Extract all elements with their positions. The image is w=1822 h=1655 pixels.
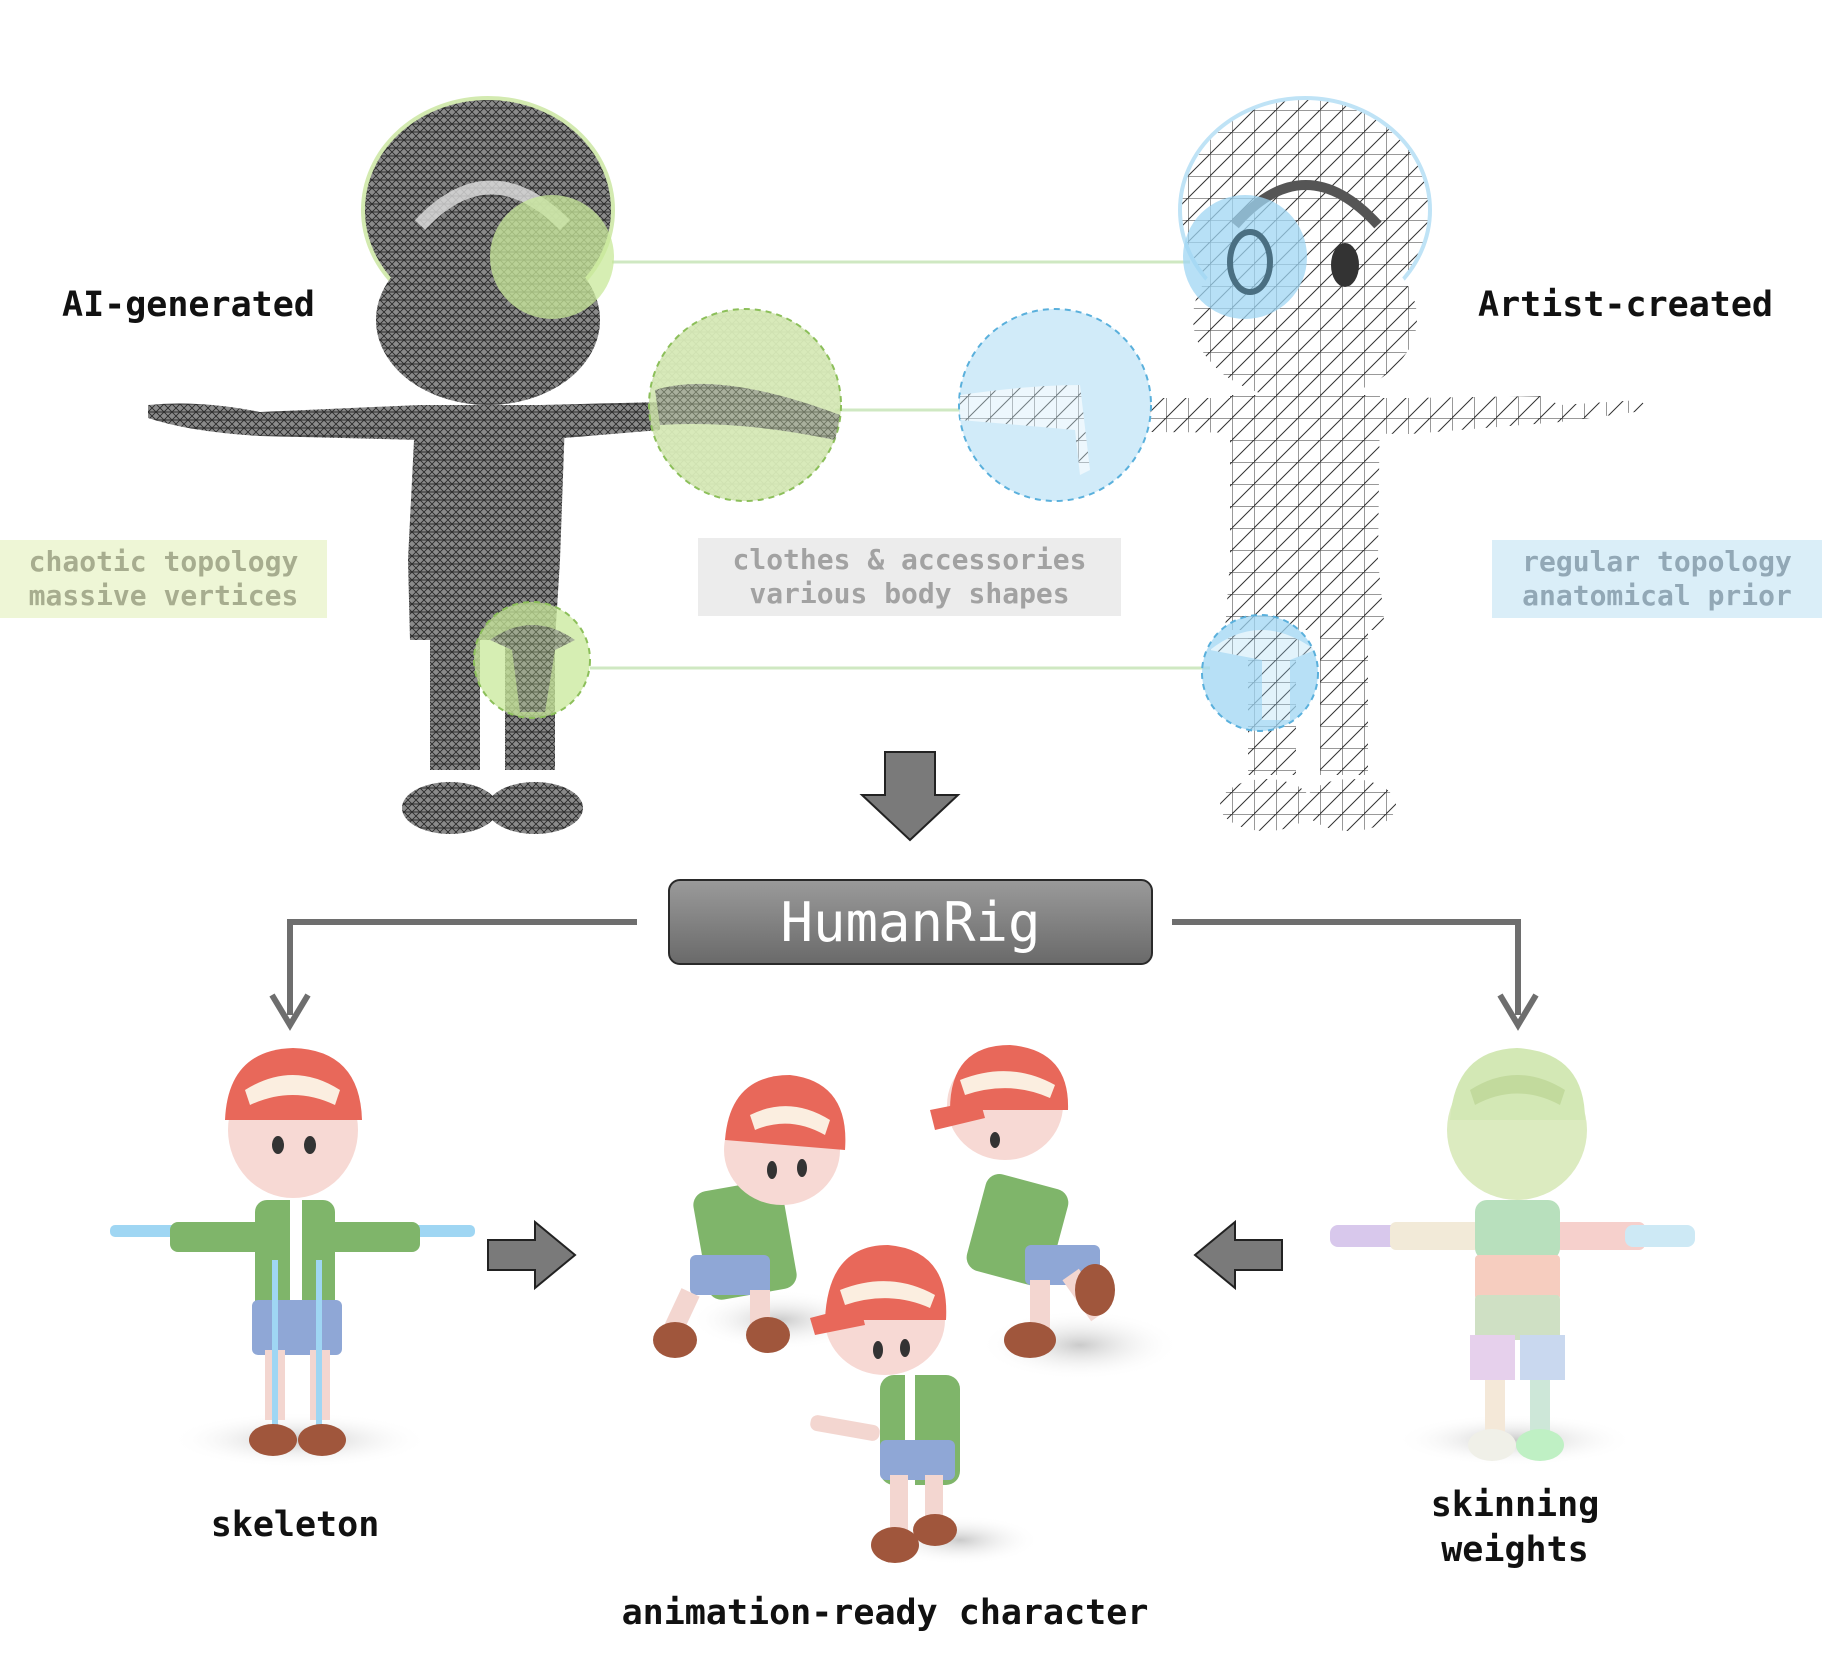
artist-zoom-circles [958, 195, 1319, 732]
ai-note-line-1: chaotic topology [28, 545, 299, 578]
humanrig-method-box: HumanRig [668, 879, 1153, 965]
artist-created-title: Artist-created [1478, 285, 1774, 325]
left-arrow-icon [1193, 1219, 1283, 1291]
animated-character-right [930, 1045, 1115, 1358]
skinning-label-line-1: skinning [1430, 1485, 1600, 1525]
animated-characters [653, 1045, 1180, 1565]
skinning-weights-character [1330, 1048, 1695, 1466]
comparison-connectors [590, 260, 1210, 670]
ai-zoom-circles [473, 195, 842, 719]
skinning-label-line-2: weights [1441, 1530, 1589, 1570]
center-notes-box: clothes & accessories various body shape… [698, 538, 1121, 616]
animation-ready-label: animation-ready character [621, 1593, 1149, 1633]
skeleton-label: skeleton [210, 1505, 380, 1545]
ai-generated-title: AI-generated [62, 285, 315, 325]
ai-notes-box: chaotic topology massive vertices [0, 540, 327, 618]
center-note-line-1: clothes & accessories [732, 543, 1087, 576]
center-note-line-2: various body shapes [749, 577, 1070, 610]
artist-note-line-1: regular topology [1522, 545, 1792, 578]
elbow-arrows [269, 919, 1539, 1031]
animated-character-front [810, 1245, 960, 1563]
skeleton-character [110, 1048, 475, 1468]
artist-notes-box: regular topology anatomical prior [1492, 540, 1822, 618]
ai-note-line-2: massive vertices [28, 579, 299, 612]
down-arrow-icon [859, 751, 961, 842]
animated-character-left [653, 1075, 846, 1358]
artist-note-line-2: anatomical prior [1522, 579, 1792, 612]
right-arrow-icon [487, 1219, 577, 1291]
